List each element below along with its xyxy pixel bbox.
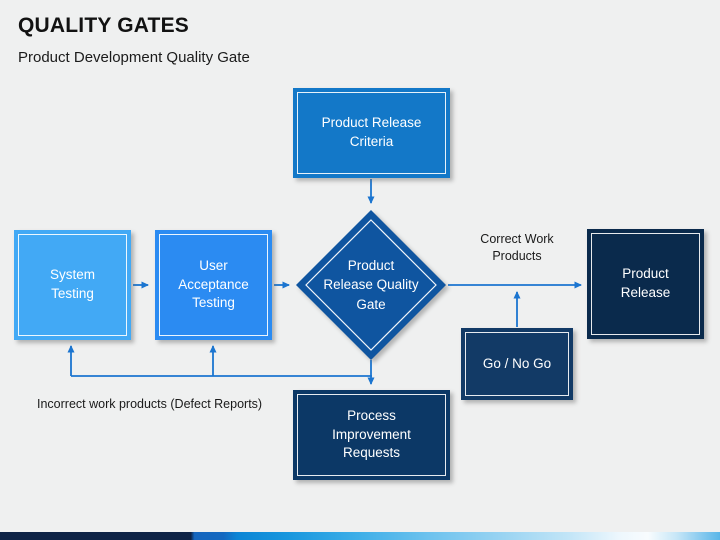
- node-product-release: Product Release: [587, 229, 704, 339]
- node-product-release-quality-gate-label: Product Release Quality Gate: [323, 257, 419, 312]
- node-system-testing: System Testing: [14, 230, 131, 340]
- page-title: QUALITY GATES: [18, 14, 189, 37]
- edge-label-incorrect-work-products: Incorrect work products (Defect Reports): [37, 397, 263, 411]
- edge-label-correct-work-products: Correct Work Products: [480, 232, 554, 263]
- node-go-no-go: Go / No Go: [461, 328, 573, 400]
- footer-gradient-bar: [0, 532, 720, 540]
- node-user-acceptance-testing: User Acceptance Testing: [155, 230, 272, 340]
- node-product-release-criteria: Product Release Criteria: [293, 88, 450, 178]
- node-process-improvement-requests: Process Improvement Requests: [293, 390, 450, 480]
- page-subtitle: Product Development Quality Gate: [18, 49, 250, 66]
